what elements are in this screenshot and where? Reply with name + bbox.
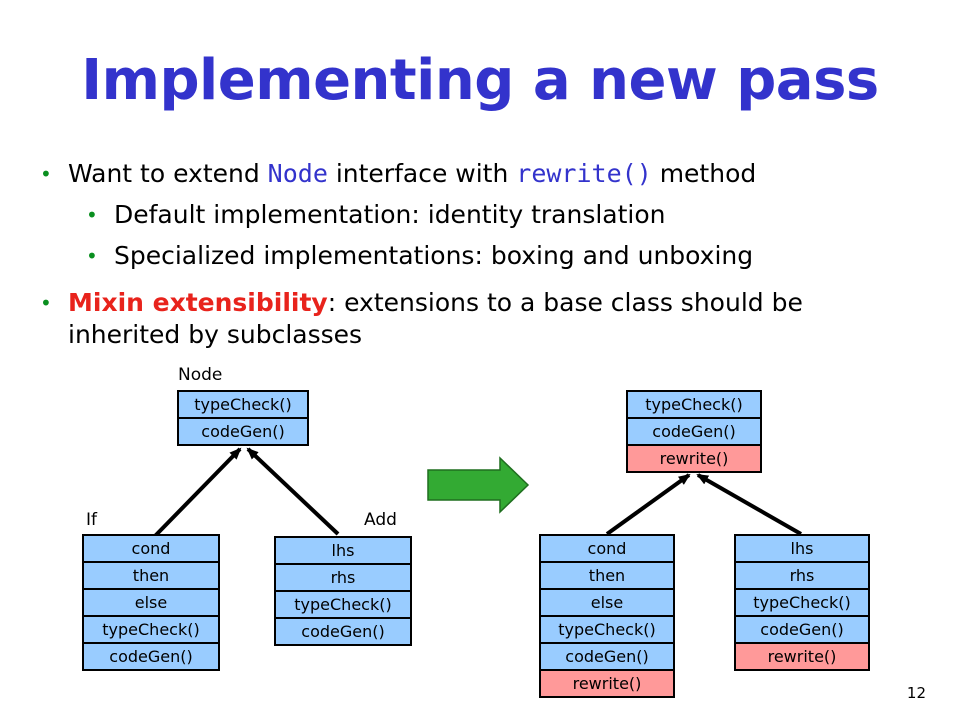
slide-title: Implementing a new pass [81, 48, 879, 113]
class-member: codeGen() [736, 617, 868, 642]
left-if-inherit-line [153, 447, 242, 538]
class-member: else [541, 590, 673, 615]
bullet-1b: • Specialized implementations: boxing an… [86, 240, 754, 272]
class-member: rhs [276, 565, 410, 590]
bullet-1b-text: Specialized implementations: boxing and … [114, 241, 754, 270]
bullet-1a-text: Default implementation: identity transla… [114, 200, 666, 229]
right-if-class-box: cond then else typeCheck() codeGen() rew… [539, 534, 675, 698]
class-member: rhs [736, 563, 868, 588]
left-add-inherit-line [246, 447, 340, 536]
bullet-2: • Mixin extensibility: extensions to a b… [40, 287, 803, 319]
bullet-dot-icon: • [86, 244, 98, 268]
class-member: then [541, 563, 673, 588]
bullet-1-post: method [651, 159, 757, 188]
class-member: lhs [736, 536, 868, 561]
mixin-highlight: Mixin extensibility [68, 288, 328, 317]
if-class-label: If [86, 510, 97, 530]
class-member: typeCheck() [628, 392, 760, 417]
class-member: cond [541, 536, 673, 561]
class-member: codeGen() [84, 644, 218, 669]
class-member: lhs [276, 538, 410, 563]
class-member: typeCheck() [179, 392, 307, 417]
bullet-1: • Want to extend Node interface with rew… [40, 158, 757, 190]
node-class-label: Node [178, 365, 223, 385]
class-member: codeGen() [541, 644, 673, 669]
page-number: 12 [906, 684, 926, 702]
bullet-2-cont: inherited by subclasses [68, 319, 362, 351]
bullet-dot-icon: • [40, 162, 52, 186]
bullet-1a: • Default implementation: identity trans… [86, 199, 666, 231]
new-member-rewrite: rewrite() [628, 446, 760, 471]
code-rewrite: rewrite() [516, 159, 652, 188]
right-add-inherit-line [696, 473, 802, 536]
bullet-1-pre: Want to extend [68, 159, 268, 188]
left-if-class-box: cond then else typeCheck() codeGen() [82, 534, 220, 671]
class-member: then [84, 563, 218, 588]
right-add-class-box: lhs rhs typeCheck() codeGen() rewrite() [734, 534, 870, 671]
class-member: typeCheck() [736, 590, 868, 615]
class-member: else [84, 590, 218, 615]
add-class-label: Add [364, 510, 397, 530]
transform-arrow-icon [427, 456, 530, 514]
left-node-class-box: typeCheck() codeGen() [177, 390, 309, 446]
new-member-rewrite: rewrite() [541, 671, 673, 696]
class-member: codeGen() [179, 419, 307, 444]
bullet-dot-icon: • [86, 203, 98, 227]
class-member: typeCheck() [276, 592, 410, 617]
class-member: typeCheck() [541, 617, 673, 642]
bullet-2-rest1: : extensions to a base class should be [327, 288, 803, 317]
new-member-rewrite: rewrite() [736, 644, 868, 669]
class-member: typeCheck() [84, 617, 218, 642]
left-add-class-box: lhs rhs typeCheck() codeGen() [274, 536, 412, 646]
class-member: codeGen() [628, 419, 760, 444]
right-if-inherit-line [605, 473, 691, 536]
class-member: cond [84, 536, 218, 561]
bullet-2-rest2: inherited by subclasses [68, 320, 363, 349]
bullet-dot-icon: • [40, 291, 52, 315]
class-member: codeGen() [276, 619, 410, 644]
bullet-1-mid: interface with [327, 159, 517, 188]
right-node-class-box: typeCheck() codeGen() rewrite() [626, 390, 762, 473]
code-node: Node [267, 159, 328, 188]
